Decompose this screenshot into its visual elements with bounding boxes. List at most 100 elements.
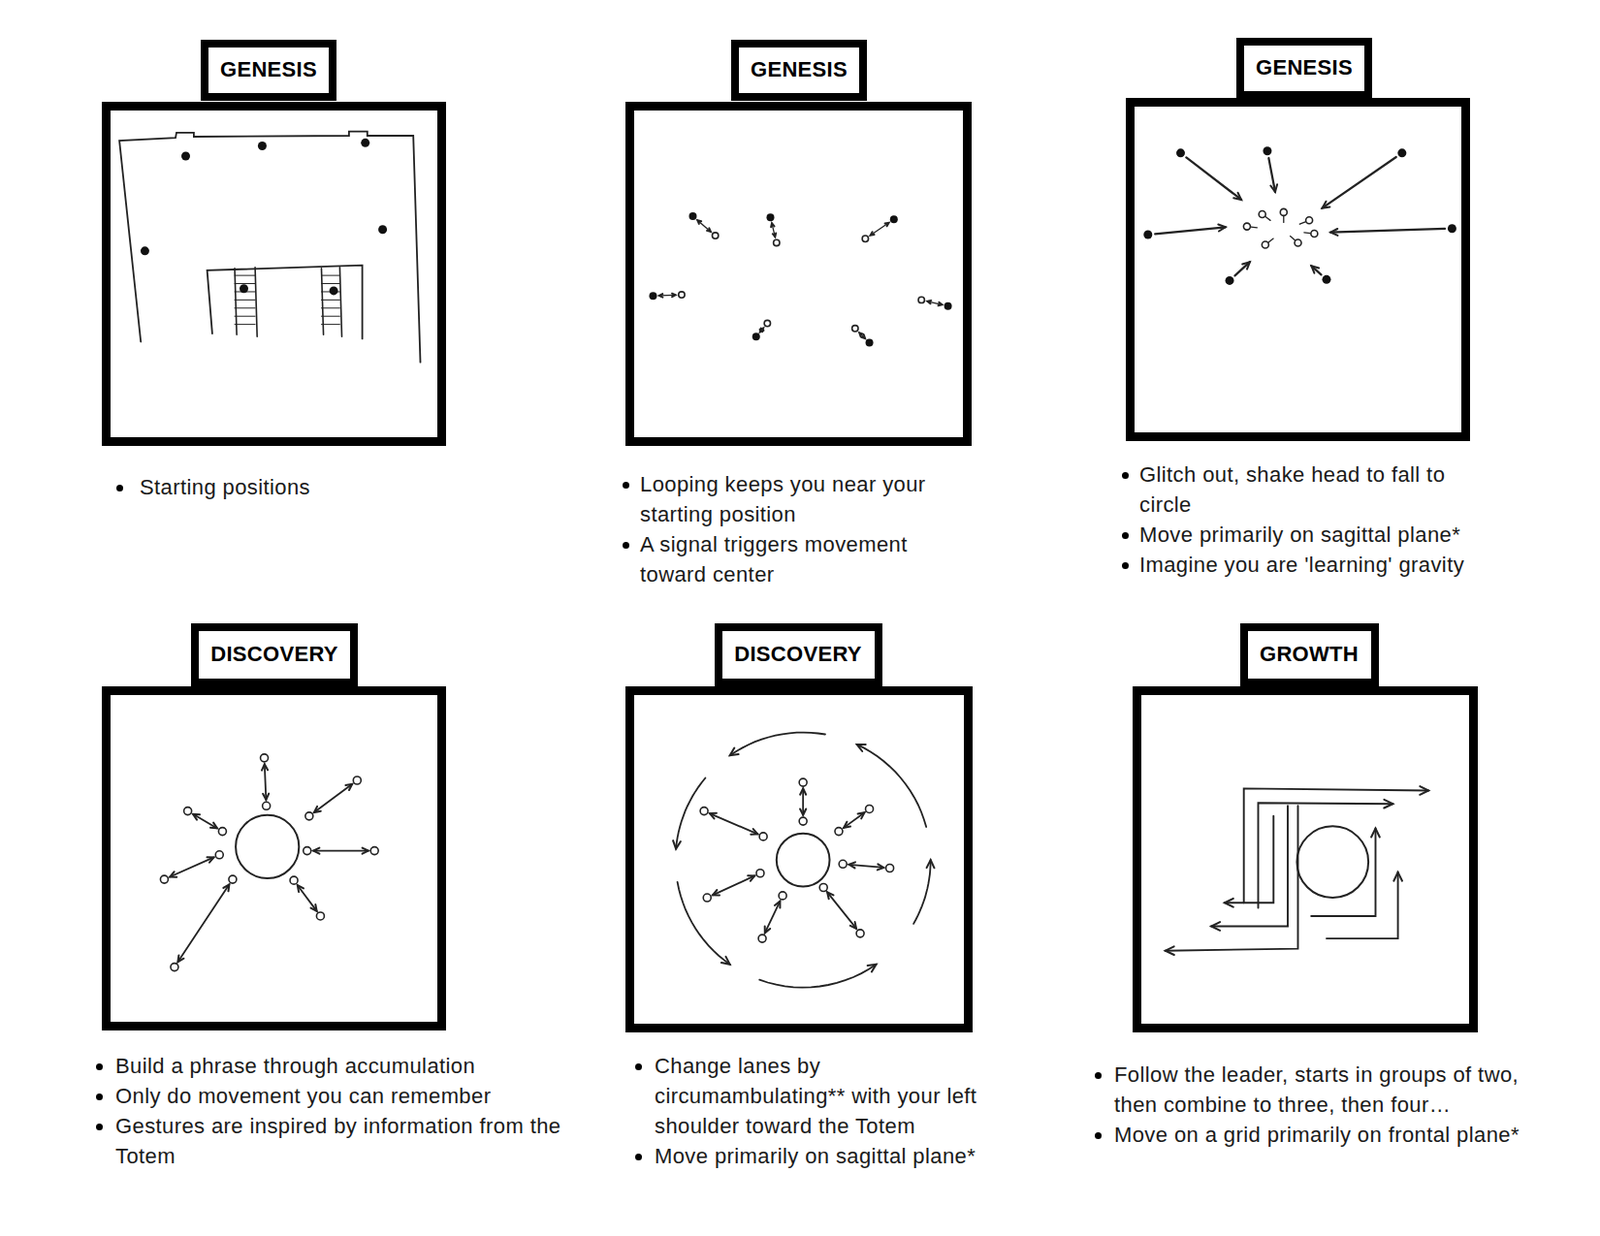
sketch-stroke bbox=[1265, 217, 1271, 222]
dancer-ring bbox=[758, 934, 767, 943]
dancer-ring bbox=[316, 912, 324, 921]
bullet-item: A signal triggers movement toward center bbox=[622, 529, 962, 590]
dancer-ring bbox=[1261, 241, 1269, 249]
bullet-dot bbox=[1094, 1132, 1102, 1140]
arrow-head bbox=[362, 848, 369, 855]
sketch-stroke bbox=[234, 307, 256, 309]
sketch-stroke bbox=[927, 301, 942, 305]
arrow-head bbox=[772, 232, 776, 237]
dancer-ring bbox=[711, 232, 718, 239]
arrow-head bbox=[927, 860, 935, 868]
dancer-dot bbox=[890, 215, 898, 224]
arrow-head bbox=[1371, 829, 1380, 838]
phase-title: DISCOVERY bbox=[734, 641, 862, 668]
dancer-ring bbox=[160, 875, 168, 884]
dancer-ring bbox=[370, 847, 379, 856]
bullet-list: Change lanes by circumambulating** with … bbox=[635, 1051, 980, 1172]
instruction-note: Only do movement you can remember bbox=[115, 1084, 491, 1109]
phase-title: GROWTH bbox=[1259, 641, 1359, 668]
sketch-stroke bbox=[320, 323, 340, 325]
arrow-head bbox=[765, 926, 771, 933]
panel-frames bbox=[106, 102, 1474, 1029]
arrow-head bbox=[1393, 872, 1403, 882]
bullet-dot bbox=[1121, 532, 1129, 540]
panel-frame bbox=[1130, 102, 1467, 438]
bullet-dot bbox=[1094, 1072, 1102, 1080]
bullet-dot bbox=[635, 1153, 642, 1161]
sketch-stroke bbox=[234, 283, 256, 285]
instruction-note: Move primarily on sagittal plane* bbox=[1139, 522, 1461, 547]
arrow-head bbox=[1224, 898, 1234, 908]
arrow-head bbox=[314, 806, 321, 813]
sketch-stroke bbox=[675, 778, 705, 850]
sketch-stroke bbox=[314, 784, 352, 813]
sketch-stroke bbox=[1244, 788, 1430, 903]
arrow-head bbox=[1242, 261, 1250, 269]
totem-circle bbox=[235, 815, 299, 879]
sketch-stroke bbox=[1330, 228, 1445, 233]
dancer-ring bbox=[759, 832, 768, 841]
arrow-head bbox=[938, 302, 943, 306]
arrow-head bbox=[210, 823, 218, 830]
arrow-head bbox=[709, 813, 717, 820]
dancer-dot bbox=[1447, 224, 1457, 233]
instruction-note: Build a phrase through accumulation bbox=[115, 1054, 476, 1079]
dancer-ring bbox=[773, 239, 780, 246]
sketch-stroke bbox=[1268, 238, 1274, 243]
instruction-note: Change lanes by circumambulating** with … bbox=[654, 1054, 977, 1139]
instruction-note: Move on a grid primarily on frontal plan… bbox=[1114, 1122, 1520, 1148]
dancer-ring bbox=[1280, 208, 1287, 216]
arrow-head bbox=[747, 875, 755, 882]
arrow-head bbox=[1233, 192, 1242, 200]
sketch-stroke bbox=[870, 223, 890, 236]
arrow-head bbox=[223, 884, 229, 892]
dancer-ring bbox=[703, 894, 711, 902]
sketch-stroke bbox=[1234, 261, 1249, 276]
arrow-head bbox=[313, 848, 320, 855]
dancer-ring bbox=[170, 963, 179, 972]
bullet-list: Follow the leader, starts in groups of t… bbox=[1094, 1059, 1551, 1151]
dancer-dot bbox=[944, 302, 953, 311]
arrow-head bbox=[800, 788, 806, 795]
bullet-dot bbox=[96, 1063, 103, 1071]
dancer-ring bbox=[1243, 223, 1250, 230]
arrow-head bbox=[849, 862, 857, 868]
phase-title: DISCOVERY bbox=[210, 641, 338, 668]
arrow-head bbox=[800, 809, 806, 816]
sketch-stroke bbox=[730, 733, 826, 757]
dancer-dot bbox=[239, 284, 249, 293]
arrow-head bbox=[870, 231, 875, 236]
sketch-stroke bbox=[119, 131, 420, 363]
bullet-dot bbox=[622, 542, 630, 549]
instruction-note: Gestures are inspired by information fro… bbox=[115, 1114, 561, 1169]
bullet-item: Follow the leader, starts in groups of t… bbox=[1094, 1059, 1551, 1120]
panel-frame bbox=[1137, 691, 1474, 1029]
arrow-head bbox=[1311, 265, 1319, 273]
dancer-ring bbox=[819, 883, 828, 892]
arrow-head bbox=[1165, 946, 1175, 956]
sketch-stroke bbox=[339, 267, 342, 338]
sketch-stroke bbox=[1154, 226, 1226, 234]
dancer-ring bbox=[862, 235, 868, 242]
dancer-ring bbox=[228, 875, 237, 884]
instruction-note: Imagine you are 'learning' gravity bbox=[1139, 552, 1465, 577]
sketch-stroke bbox=[234, 299, 256, 301]
bullet-dot bbox=[1121, 562, 1129, 570]
phase-tab: GROWTH bbox=[1240, 623, 1379, 687]
dancer-dot bbox=[1143, 230, 1152, 240]
arrow-head bbox=[750, 829, 758, 835]
dancer-dot bbox=[257, 141, 267, 151]
bullet-dot bbox=[622, 481, 630, 489]
dancer-ring bbox=[303, 847, 312, 856]
sketch-stroke bbox=[859, 332, 865, 339]
panel-frame bbox=[106, 691, 443, 1027]
arrow-head bbox=[1383, 800, 1393, 809]
sketch-stroke bbox=[320, 307, 340, 309]
sketch-stroke bbox=[320, 299, 340, 301]
sketch-stroke bbox=[320, 283, 340, 285]
arrow-head bbox=[877, 864, 885, 870]
arrow-head bbox=[712, 890, 720, 896]
arrow-head bbox=[861, 334, 865, 339]
phase-tab: GENESIS bbox=[200, 39, 337, 101]
sketch-stroke bbox=[843, 812, 864, 829]
